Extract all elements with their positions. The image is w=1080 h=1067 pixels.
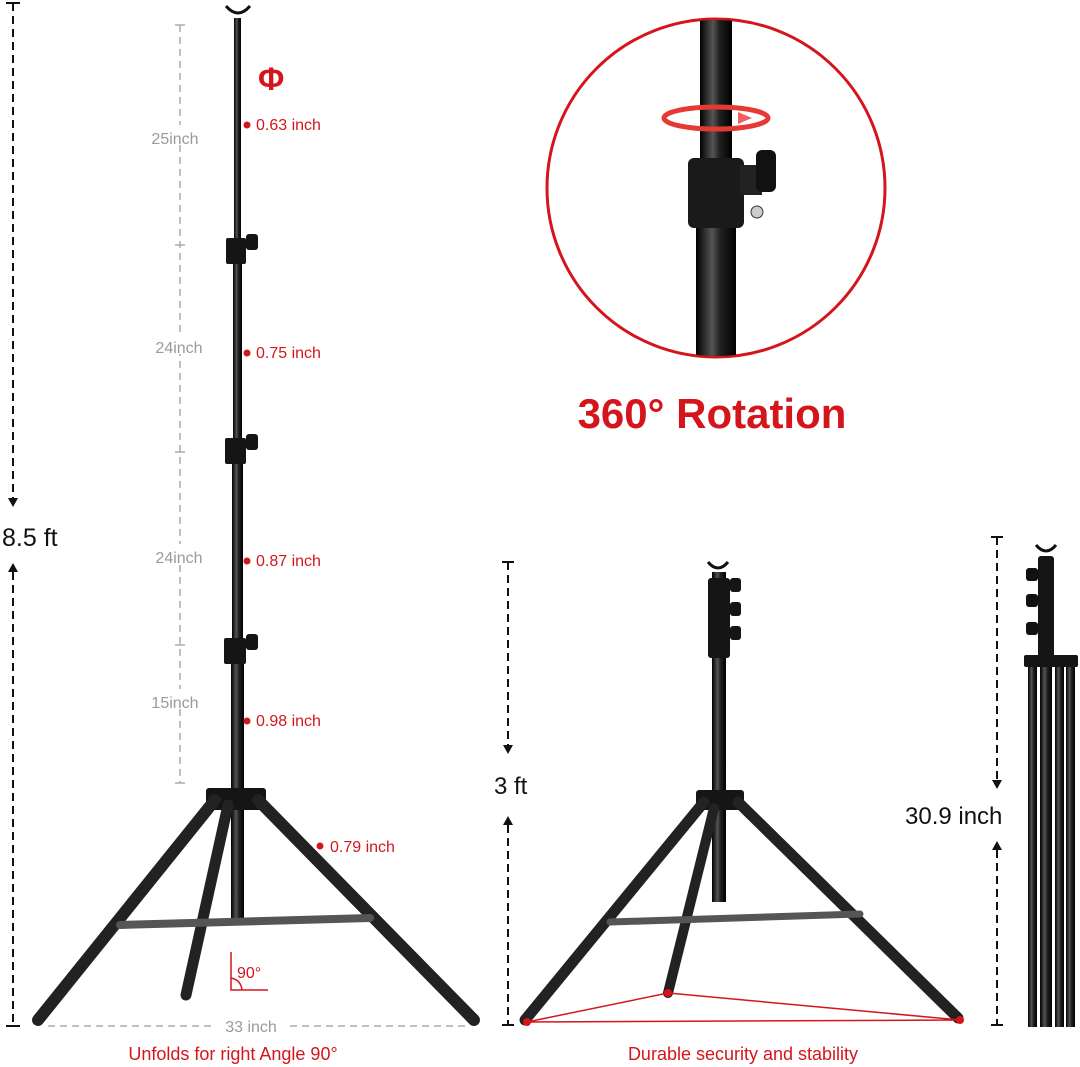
section-length-3: 24inch: [155, 550, 202, 567]
folded-light-stand: [1024, 543, 1078, 1027]
right-angle-icon: [230, 952, 268, 991]
rotate-arrow-icon: [661, 104, 771, 132]
section-diameter-3: 0.87 inch: [256, 553, 321, 570]
rotation-detail: [545, 17, 887, 359]
marker-dot: [243, 557, 251, 565]
section-length-4: 15inch: [151, 695, 198, 712]
middle-light-stand: [519, 560, 964, 1026]
section-diameter-4: 0.98 inch: [256, 713, 321, 730]
total-height-dimension: [6, 2, 20, 1027]
left-light-stand: [32, 4, 480, 1026]
section-length-1: 25inch: [151, 131, 198, 148]
base-width-label: 33 inch: [225, 1019, 277, 1036]
total-height-label: 8.5 ft: [2, 524, 58, 552]
folded-length-dimension: [991, 536, 1003, 1026]
marker-dot: [243, 121, 251, 129]
min-height-dimension: [502, 561, 514, 1026]
angle-label: 90°: [237, 965, 261, 982]
min-height-label: 3 ft: [494, 773, 528, 800]
section-diameter-1: 0.63 inch: [256, 117, 321, 134]
leg-diameter: 0.79 inch: [330, 839, 395, 856]
marker-dot: [243, 349, 251, 357]
section-length-2: 24inch: [155, 340, 202, 357]
left-caption: Unfolds for right Angle 90°: [128, 1044, 337, 1064]
rotation-title: 360° Rotation: [578, 390, 847, 437]
middle-caption: Durable security and stability: [628, 1044, 858, 1064]
section-dimension-lines: [175, 24, 185, 784]
diameter-symbol: Φ: [258, 61, 284, 97]
stability-triangle: [526, 992, 961, 1023]
marker-dot: [316, 842, 324, 850]
section-diameter-2: 0.75 inch: [256, 345, 321, 362]
folded-length-label: 30.9 inch: [905, 803, 1002, 830]
marker-dot: [243, 717, 251, 725]
